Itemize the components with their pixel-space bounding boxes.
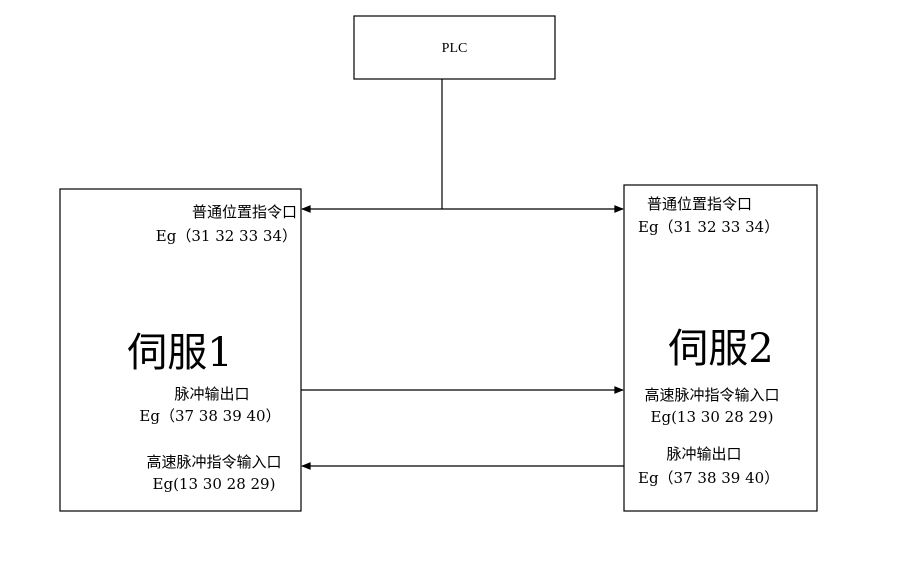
servo1-position-port-label: 普通位置指令口: [192, 203, 297, 221]
servo2-hs-in-label: 高速脉冲指令输入口: [644, 386, 779, 404]
servo1-hs-in-pins: Eg(13 30 28 29): [153, 475, 276, 493]
servo2-pulse-out-label: 脉冲输出口: [666, 445, 741, 463]
servo2-hs-in-pins: Eg(13 30 28 29): [651, 408, 774, 426]
servo1-box: [59, 188, 302, 512]
servo2-title: 伺服2: [668, 326, 773, 372]
servo1-position-port-pins: Eg（31 32 33 34）: [156, 227, 297, 245]
servo2-box: [623, 184, 818, 512]
plc-box: [353, 15, 556, 80]
servo2-position-port-label: 普通位置指令口: [647, 195, 752, 213]
servo1-hs-in-label: 高速脉冲指令输入口: [146, 453, 281, 471]
servo1-pulse-out-label: 脉冲输出口: [174, 385, 249, 403]
plc-label: PLC: [442, 41, 468, 56]
servo1-title: 伺服1: [127, 330, 232, 376]
servo2-pulse-out-pins: Eg（37 38 39 40）: [638, 469, 779, 487]
servo1-pulse-out-pins: Eg（37 38 39 40）: [139, 407, 280, 425]
servo2-position-port-pins: Eg（31 32 33 34）: [638, 218, 779, 236]
